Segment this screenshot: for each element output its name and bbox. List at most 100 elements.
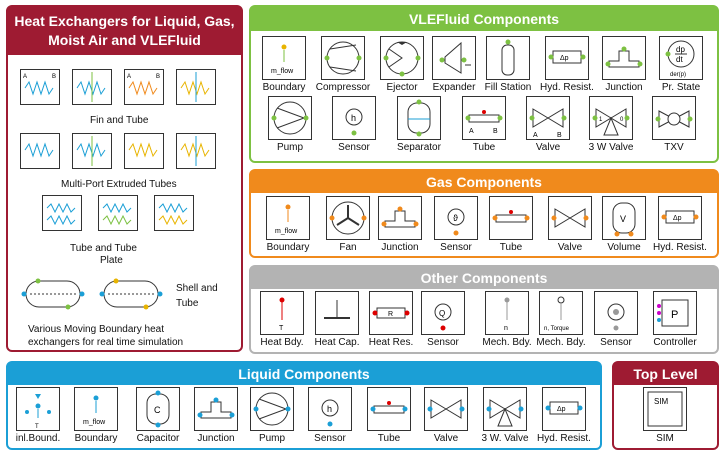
vle-sensor-text: h — [351, 113, 356, 123]
tube-tube-hx[interactable] — [42, 195, 82, 231]
shell-tube-hx-2[interactable] — [96, 275, 166, 315]
other-ctrl-text: P — [671, 309, 678, 321]
gas-valve[interactable]: Valve — [542, 196, 598, 253]
plate-hx-2[interactable] — [154, 195, 194, 231]
gas-volume-label: Volume — [607, 242, 641, 253]
liq-resist-text: Δp — [557, 406, 566, 413]
other-mech-bdy-2-label: Mech. Bdy. — [536, 337, 586, 348]
liq-boundary-text: m_flow — [83, 419, 106, 426]
liq-pump-label: Pump — [258, 433, 286, 444]
gas-junction[interactable]: Junction — [372, 196, 428, 253]
vle-separator-label: Separator — [397, 142, 441, 153]
heat-exchangers-title: Heat Exchangers for Liquid, Gas, Moist A… — [8, 7, 241, 55]
vle-expander[interactable]: Expander — [426, 36, 482, 93]
svg-text:B: B — [52, 74, 56, 80]
liq-3w-valve[interactable]: 3 W. Valve — [477, 387, 533, 444]
shell-tube-label: Shell and Tube — [176, 283, 218, 309]
fin-tube-hx-2[interactable] — [72, 69, 112, 105]
vle-pump[interactable]: Pump — [262, 96, 318, 153]
other-heat-cap-label: Heat Cap. — [314, 337, 360, 348]
shell-tube-hx-1[interactable] — [18, 275, 88, 315]
vle-txv-label: TXV — [664, 142, 684, 153]
liq-inl-bound-label: inl.Bound. — [15, 433, 61, 444]
other-heat-bdy-label: Heat Bdy. — [260, 337, 304, 348]
gas-tube-label: Tube — [499, 242, 523, 253]
liq-pump[interactable]: Pump — [244, 387, 300, 444]
other-mech-bdy-1-label: Mech. Bdy. — [482, 337, 532, 348]
plate-hx-1[interactable] — [98, 195, 138, 231]
vle-txv[interactable]: TXV — [646, 96, 702, 153]
mpet-hx-3[interactable] — [124, 133, 164, 169]
other-heat-cap[interactable]: Heat Cap. — [309, 291, 365, 348]
mpet-hx-4[interactable] — [176, 133, 216, 169]
vle-tube-b: B — [493, 128, 498, 135]
fin-tube-hx-4[interactable] — [176, 69, 216, 105]
liq-cap-text: C — [154, 405, 161, 415]
heat-exchangers-panel: Heat Exchangers for Liquid, Gas, Moist A… — [6, 5, 243, 352]
liq-tube[interactable]: Tube — [361, 387, 417, 444]
vle-valve-a: A — [533, 132, 538, 139]
vle-junction-label: Junction — [605, 82, 643, 93]
svg-text:B: B — [156, 74, 160, 80]
other-mech2-text: n, Torque — [544, 326, 570, 332]
gas-fan[interactable]: Fan — [320, 196, 376, 253]
tube-tube-label: Tube and Tube — [70, 243, 137, 254]
mpet-hx-2[interactable] — [72, 133, 112, 169]
mpet-hx-1[interactable] — [20, 133, 60, 169]
top-level-title: Top Level — [614, 363, 717, 385]
vle-separator[interactable]: Separator — [391, 96, 447, 153]
other-sensor-2[interactable]: Sensor — [588, 291, 644, 348]
gas-sensor-label: Sensor — [440, 242, 472, 253]
liquid-title: Liquid Components — [8, 363, 600, 385]
vle-boundary-text: m_flow — [271, 68, 294, 75]
gas-tube[interactable]: Tube — [483, 196, 539, 253]
liq-valve[interactable]: Valve — [418, 387, 474, 444]
liq-sensor-label: Sensor — [314, 433, 346, 444]
gas-volume[interactable]: V Volume — [596, 196, 652, 253]
plate-label: Plate — [100, 255, 123, 266]
liq-valve-label: Valve — [433, 433, 459, 444]
vle-tube-label: Tube — [472, 142, 496, 153]
vle-3w-0: 0 — [620, 117, 624, 123]
vle-compressor-label: Compressor — [315, 82, 371, 93]
liq-junction[interactable]: Junction — [188, 387, 244, 444]
heat-exchangers-description: Various Moving Boundary heat exchangers … — [28, 324, 184, 348]
gas-boundary-text: m_flow — [275, 228, 298, 235]
gas-volume-text: V — [620, 214, 626, 224]
vle-ejector[interactable]: Ejector — [374, 36, 430, 93]
vle-sensor-label: Sensor — [338, 142, 370, 153]
vle-expander-label: Expander — [432, 82, 476, 93]
vle-prstate-top: dp — [676, 45, 685, 54]
gas-fan-label: Fan — [339, 242, 357, 253]
vle-fill-station[interactable]: Fill Station — [480, 36, 536, 93]
vle-compressor[interactable]: Compressor — [315, 36, 371, 93]
vle-junction[interactable]: Junction — [596, 36, 652, 93]
vle-valve-label: Valve — [535, 142, 561, 153]
gas-boundary-label: Boundary — [266, 242, 310, 253]
other-heatres-text: R — [388, 311, 393, 318]
